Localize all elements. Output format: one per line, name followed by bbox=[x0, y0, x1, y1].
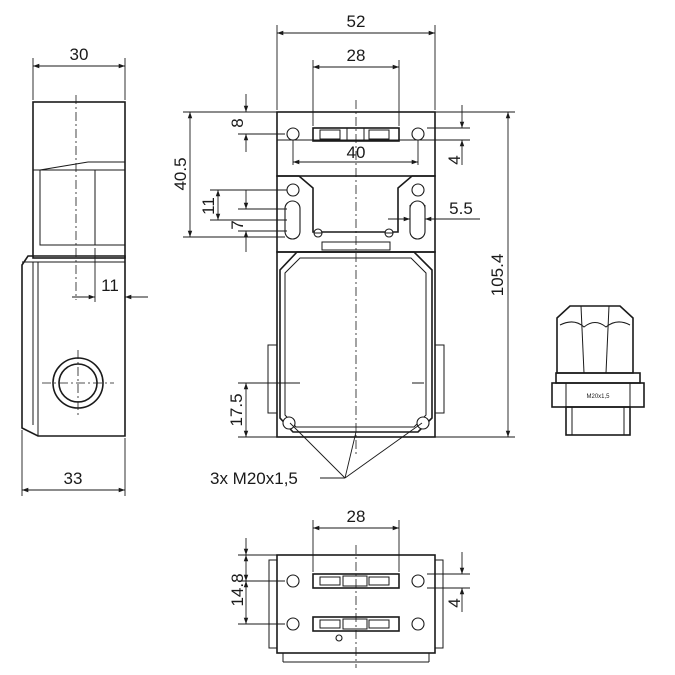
dim-bottom-slot-spacing: 28 bbox=[347, 507, 366, 526]
cable-gland-view: M20x1,5 bbox=[551, 305, 645, 436]
dim-bottom-left: 14.8 bbox=[228, 573, 247, 606]
dim-front-top-offset: 8 bbox=[228, 118, 247, 127]
dim-front-hole-drop: 4 bbox=[445, 155, 464, 164]
bottom-view: 28 14.8 4 bbox=[228, 507, 470, 668]
dim-front-bottom-hole: 17.5 bbox=[227, 393, 246, 426]
dim-side-offset: 11 bbox=[101, 276, 119, 295]
dim-side-width: 30 bbox=[70, 45, 89, 64]
dim-front-slot-length: 7 bbox=[228, 220, 247, 229]
dim-side-base: 33 bbox=[64, 469, 83, 488]
dim-front-slot-pitch: 11 bbox=[199, 197, 218, 215]
gland-label: M20x1,5 bbox=[586, 394, 610, 400]
dim-front-hole-spacing: 40 bbox=[347, 143, 366, 162]
dim-front-slot-width: 5.5 bbox=[449, 199, 473, 218]
dim-front-slot-spacing: 28 bbox=[347, 46, 366, 65]
dim-front-width: 52 bbox=[347, 12, 366, 31]
dim-front-overall-height: 105.4 bbox=[488, 254, 507, 297]
thread-callout: 3x M20x1,5 bbox=[210, 469, 298, 488]
side-view: 30 11 33 bbox=[21, 45, 148, 496]
dim-front-upper-height: 40.5 bbox=[171, 157, 190, 190]
dim-bottom-right: 4 bbox=[445, 598, 464, 607]
front-view: 52 28 40 8 4 40.5 11 bbox=[171, 12, 515, 488]
